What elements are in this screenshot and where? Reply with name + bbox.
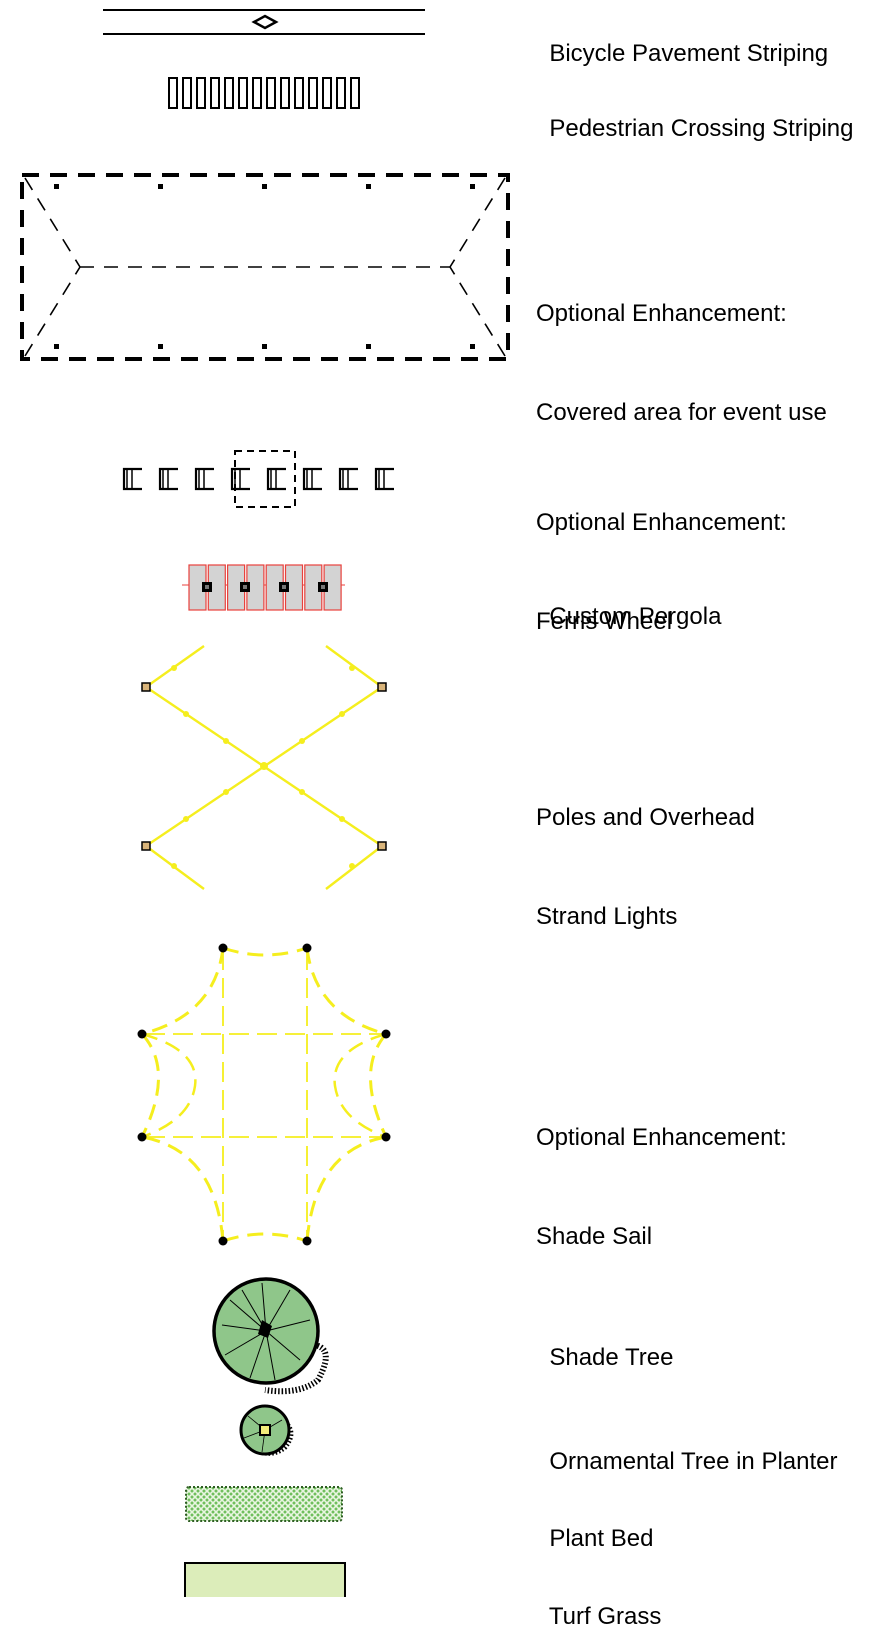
plant-bed-symbol: [185, 1486, 343, 1522]
sail-anchor-icon: [302, 1236, 312, 1246]
pole-icon: [141, 682, 151, 692]
ferris-wheel-symbol: [122, 450, 394, 508]
sail-anchor-icon: [137, 1132, 147, 1142]
pole-icon: [377, 841, 387, 851]
sail-anchor-icon: [381, 1029, 391, 1039]
turf-grass-symbol: [184, 1562, 346, 1597]
label-ferris-wheel: Optional Enhancement: Ferris Wheel: [536, 509, 787, 635]
label-shade-tree: Shade Tree: [549, 1344, 674, 1371]
label-ornamental-tree: Ornamental Tree in Planter: [549, 1448, 838, 1475]
pole-icon: [377, 682, 387, 692]
bicycle-striping-symbol: [103, 9, 425, 35]
planter-icon: [259, 1424, 271, 1436]
ornamental-tree-symbol: [239, 1404, 294, 1456]
pole-icon: [141, 841, 151, 851]
shade-sail-symbol: [137, 943, 391, 1246]
strand-lights-symbol: [141, 645, 387, 890]
pedestrian-striping-symbol: [168, 77, 360, 109]
label-shade-sail: Optional Enhancement: Shade Sail: [536, 1124, 787, 1250]
pergola-symbol: [182, 564, 345, 611]
label-pedestrian-crossing-striping: Pedestrian Crossing Striping: [549, 115, 854, 142]
legend-symbols: [20, 9, 510, 1597]
label-plant-bed: Plant Bed: [549, 1525, 654, 1552]
label-custom-pergola: Custom Pergola: [549, 603, 722, 630]
sail-anchor-icon: [381, 1132, 391, 1142]
label-covered-area: Optional Enhancement: Covered area for e…: [536, 300, 827, 426]
sail-anchor-icon: [137, 1029, 147, 1039]
sail-anchor-icon: [218, 943, 228, 953]
sail-anchor-icon: [218, 1236, 228, 1246]
shade-tree-symbol: [212, 1277, 329, 1395]
label-strand-lights: Poles and Overhead Strand Lights: [536, 804, 755, 930]
sail-anchor-icon: [302, 943, 312, 953]
label-bicycle-pavement-striping: Bicycle Pavement Striping: [549, 40, 829, 67]
covered-area-symbol: [20, 173, 510, 361]
